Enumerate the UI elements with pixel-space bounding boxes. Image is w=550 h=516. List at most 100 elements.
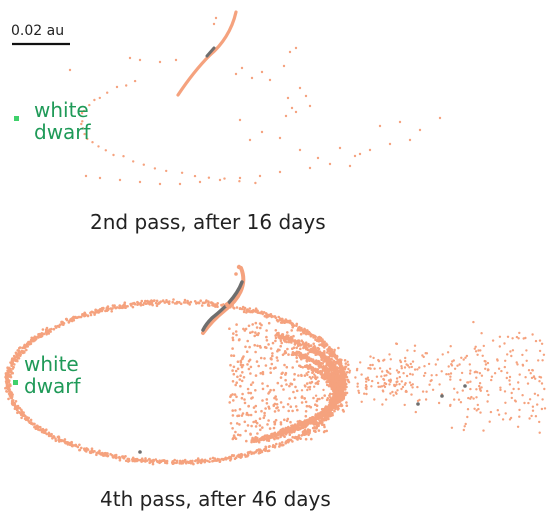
debris-particle [124, 459, 128, 463]
debris-particle [271, 352, 274, 355]
debris-particle [306, 388, 309, 392]
debris-particle [252, 420, 255, 424]
debris-particle [243, 329, 247, 332]
debris-particle [276, 436, 280, 440]
debris-particle [291, 352, 295, 356]
debris-particle [264, 407, 267, 410]
debris-particle [78, 448, 82, 452]
debris-particle [305, 382, 309, 385]
debris-particle [292, 429, 296, 433]
panel-4th-pass: white dwarf 4th pass, after 46 days [4, 264, 547, 511]
debris-particle [298, 427, 302, 431]
debris-particle [312, 421, 316, 425]
debris-particle [506, 335, 510, 338]
debris-particle [435, 373, 438, 377]
debris-particle [249, 391, 253, 395]
debris-particle [329, 396, 332, 399]
debris-particle [307, 370, 310, 374]
debris-particle [457, 398, 461, 401]
debris-particle [229, 459, 232, 462]
debris-particle [311, 371, 314, 375]
debris-particle [39, 425, 42, 429]
debris-particle [346, 360, 349, 363]
debris-particle [194, 459, 197, 463]
debris-particle [148, 458, 151, 461]
debris-particle [505, 376, 508, 380]
debris-particle [171, 300, 174, 304]
debris-particle [306, 429, 310, 432]
debris-particle [223, 177, 226, 180]
debris-particle [511, 349, 515, 352]
debris-particle [234, 383, 237, 387]
debris-particle [266, 449, 270, 453]
debris-particle [209, 301, 213, 304]
debris-particle [516, 425, 520, 428]
debris-particle [295, 360, 299, 363]
debris-particle [235, 323, 238, 326]
debris-particle [329, 350, 333, 354]
debris-particle [212, 22, 216, 26]
debris-particle [231, 338, 235, 342]
debris-particle [122, 155, 125, 158]
debris-particle [261, 387, 265, 391]
debris-particle [434, 363, 437, 366]
debris-particle [424, 371, 427, 375]
debris-particle [240, 379, 244, 383]
debris-particle [333, 368, 336, 371]
debris-particle [453, 367, 457, 370]
debris-particle [409, 372, 412, 376]
debris-particle [384, 398, 388, 401]
debris-particle [311, 418, 315, 421]
debris-particle [16, 411, 19, 415]
debris-particle [188, 303, 191, 306]
debris-particle [309, 334, 313, 338]
debris-particle [304, 410, 308, 413]
debris-particle [231, 409, 234, 412]
debris-particle [72, 316, 75, 320]
debris-particle [543, 407, 547, 410]
debris-particle [14, 400, 18, 403]
debris-particle [314, 369, 318, 373]
debris-particle [293, 378, 296, 381]
debris-particle [138, 58, 142, 62]
debris-particle [36, 428, 40, 431]
debris-particle [302, 331, 306, 335]
debris-particle [239, 433, 242, 437]
debris-particle [342, 396, 346, 399]
debris-particle [416, 399, 420, 403]
debris-particle [246, 339, 249, 343]
debris-particle [295, 322, 299, 326]
debris-particle [369, 355, 372, 358]
debris-particle [33, 338, 37, 342]
debris-particle [340, 372, 344, 375]
debris-particle [6, 387, 9, 391]
debris-particle [332, 352, 335, 355]
debris-particle [10, 364, 13, 368]
debris-particle [236, 414, 239, 418]
debris-particle [540, 407, 544, 411]
debris-particle [269, 347, 273, 350]
debris-particle [109, 452, 112, 456]
debris-particle [347, 381, 351, 384]
debris-particle [313, 344, 316, 348]
debris-particle [518, 373, 521, 376]
debris-particle [269, 367, 272, 370]
debris-particle [94, 308, 97, 312]
debris-particle [521, 353, 524, 357]
debris-particle [329, 392, 332, 396]
debris-particle [297, 340, 301, 344]
debris-particle [314, 426, 317, 430]
debris-particle [388, 367, 392, 370]
debris-particle [235, 395, 238, 399]
debris-particle [282, 338, 286, 342]
debris-particle [321, 355, 324, 359]
debris-particle [238, 454, 241, 458]
debris-particle [413, 368, 417, 371]
debris-particle [486, 361, 490, 365]
debris-particle [251, 323, 254, 326]
debris-particle [290, 329, 294, 332]
debris-particle [40, 332, 44, 335]
debris-particle [15, 353, 18, 356]
debris-particle [269, 388, 272, 392]
debris-particle [131, 305, 135, 309]
